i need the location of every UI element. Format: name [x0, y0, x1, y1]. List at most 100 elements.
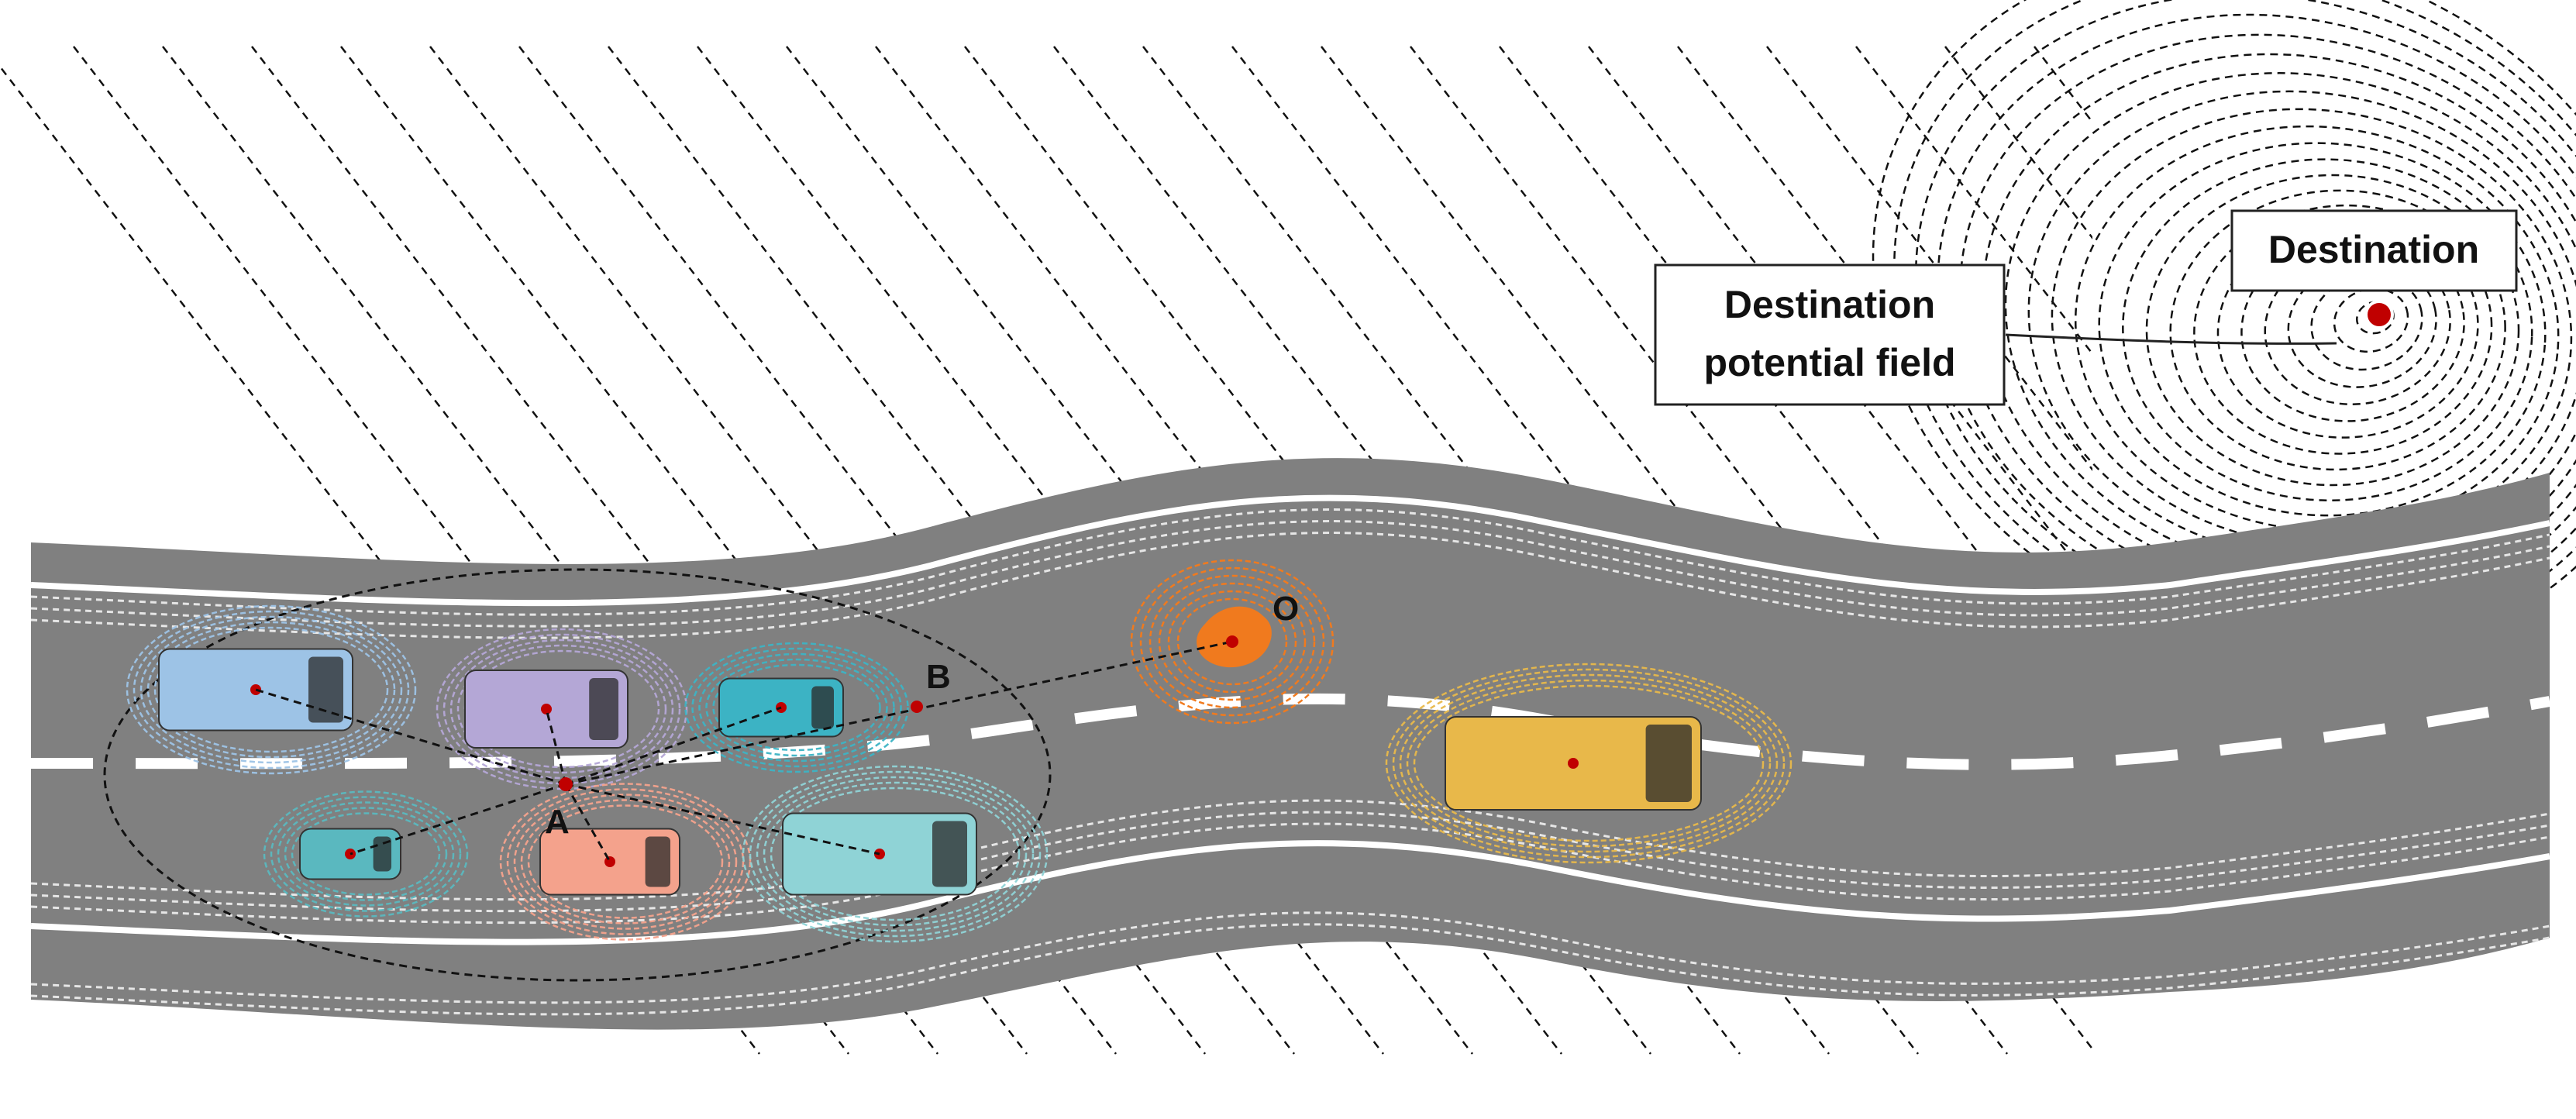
- bus-yellow-field-ring: [1406, 679, 1772, 848]
- field-line: [1944, 46, 2092, 240]
- car-teal-field-ring: [698, 652, 895, 763]
- potential-field-label-line2: potential field: [1704, 341, 1956, 384]
- car-teal-field-ring: [684, 642, 909, 773]
- car-teal-field-ring: [705, 658, 888, 757]
- truck-right-field-ring: [756, 776, 1035, 932]
- destination-field-contour: [1982, 53, 2576, 589]
- field-line: [0, 64, 760, 1055]
- van-purple-field-ring: [443, 633, 681, 785]
- truck-right-field-ring: [749, 770, 1042, 938]
- truck-left-field-ring: [153, 626, 389, 753]
- bus-yellow: [1385, 663, 1793, 864]
- truck-right-field-ring: [742, 765, 1049, 943]
- car-small-field-ring: [277, 801, 455, 907]
- field-line: [1855, 46, 2092, 356]
- car-teal-field-ring: [712, 663, 881, 752]
- field-line: [429, 46, 1206, 1055]
- field-line: [1410, 46, 2092, 935]
- destination-field-contour: [2193, 204, 2493, 455]
- field-line: [875, 46, 1651, 1055]
- destination-label: Destination: [2268, 228, 2479, 271]
- truck-right-field-ring: [763, 781, 1028, 927]
- truck-left-windshield: [308, 656, 343, 723]
- road-edge-band-top: [30, 508, 2550, 616]
- bus-yellow-field-ring: [1399, 673, 1779, 853]
- bus-yellow-field-ring: [1413, 684, 1765, 842]
- van-purple-windshield: [589, 678, 618, 740]
- field-line: [340, 46, 1117, 1055]
- field-line: [1499, 46, 2092, 819]
- field-line: [1588, 46, 2092, 704]
- field-line: [1142, 46, 1919, 1055]
- field-line: [73, 46, 849, 1055]
- field-line: [608, 46, 1384, 1055]
- point-b-marker: [911, 701, 923, 713]
- car-teal-field-ring: [691, 647, 902, 768]
- road: [30, 458, 2551, 1030]
- road-edge-line-bottom: [30, 840, 2550, 945]
- car-small-field-ring: [291, 812, 441, 896]
- field-line: [518, 46, 1295, 1055]
- potential-field-label-box: Destination potential field: [1654, 263, 2006, 406]
- field-leader-line: [2005, 333, 2337, 345]
- obstacle-field-ring: [1149, 574, 1316, 709]
- road-edge-line-top: [30, 494, 2550, 607]
- bus-yellow-field-ring: [1385, 663, 1793, 864]
- field-line: [1766, 46, 2092, 472]
- field-line: [1677, 46, 2092, 587]
- field-line: [786, 46, 1562, 1055]
- relation-lines: [255, 640, 1233, 862]
- car-small-field-ring: [284, 807, 448, 901]
- truck-left-field-ring: [139, 615, 403, 764]
- car-teal-windshield: [811, 686, 834, 729]
- obstacle-field-ring: [1167, 590, 1297, 694]
- field-line: [697, 46, 1473, 1055]
- obstacle-field-ring: [1176, 597, 1288, 686]
- truck-right-field-ring: [770, 787, 1021, 921]
- car-small-field-ring: [263, 790, 469, 918]
- destination-field-contour: [1914, 0, 2576, 631]
- destination-field-contour: [2169, 189, 2506, 471]
- car-pink-field-ring: [520, 799, 731, 924]
- obstacle-field-ring: [1130, 559, 1334, 725]
- truck-left-center: [250, 684, 261, 695]
- bus-yellow-windshield: [1645, 725, 1692, 802]
- van-purple-field-ring: [449, 639, 674, 780]
- bus-yellow-field-ring: [1392, 668, 1786, 859]
- road-center-dashed-line: [30, 693, 2551, 770]
- truck-left: [126, 604, 417, 775]
- truck-left-field-ring: [126, 604, 417, 775]
- point-a-marker: [559, 777, 573, 791]
- obstacle-field-ring: [1158, 582, 1307, 701]
- point-a-label: A: [545, 803, 570, 841]
- truck-left-field-ring: [133, 610, 410, 770]
- van-purple-center: [541, 704, 552, 714]
- background-field-lines: [0, 46, 2092, 1055]
- destination-field-contour: [2145, 174, 2520, 487]
- destination-field-contour: [1937, 13, 2576, 618]
- destination-label-box: Destination: [2230, 209, 2518, 292]
- truck-right-windshield: [932, 821, 967, 887]
- field-line: [964, 46, 1741, 1055]
- car-pink-windshield: [645, 836, 670, 887]
- point-o-label: O: [1273, 590, 1299, 628]
- obstacle-field-ring: [1139, 566, 1325, 717]
- destination-field-contour: [2122, 158, 2533, 501]
- field-line: [1321, 46, 2092, 1051]
- point-o-marker: [1226, 635, 1238, 648]
- destination-field-contour: [1959, 33, 2576, 604]
- field-line: [162, 46, 938, 1055]
- point-b-label: B: [926, 658, 951, 696]
- car-pink-field-ring: [499, 783, 752, 941]
- car-pink-center: [604, 856, 615, 867]
- car-pink: [499, 783, 752, 941]
- field-line: [251, 46, 1028, 1055]
- car-small-field-ring: [270, 796, 462, 912]
- potential-field-label-line1: Destination: [1724, 283, 1935, 326]
- vehicle-group-ellipse: [103, 568, 1052, 982]
- van-purple: [436, 628, 688, 790]
- road-edge-band-bottom: [30, 911, 2550, 1004]
- destination-field-contour: [1893, 0, 2576, 645]
- destination-point: [2364, 300, 2394, 329]
